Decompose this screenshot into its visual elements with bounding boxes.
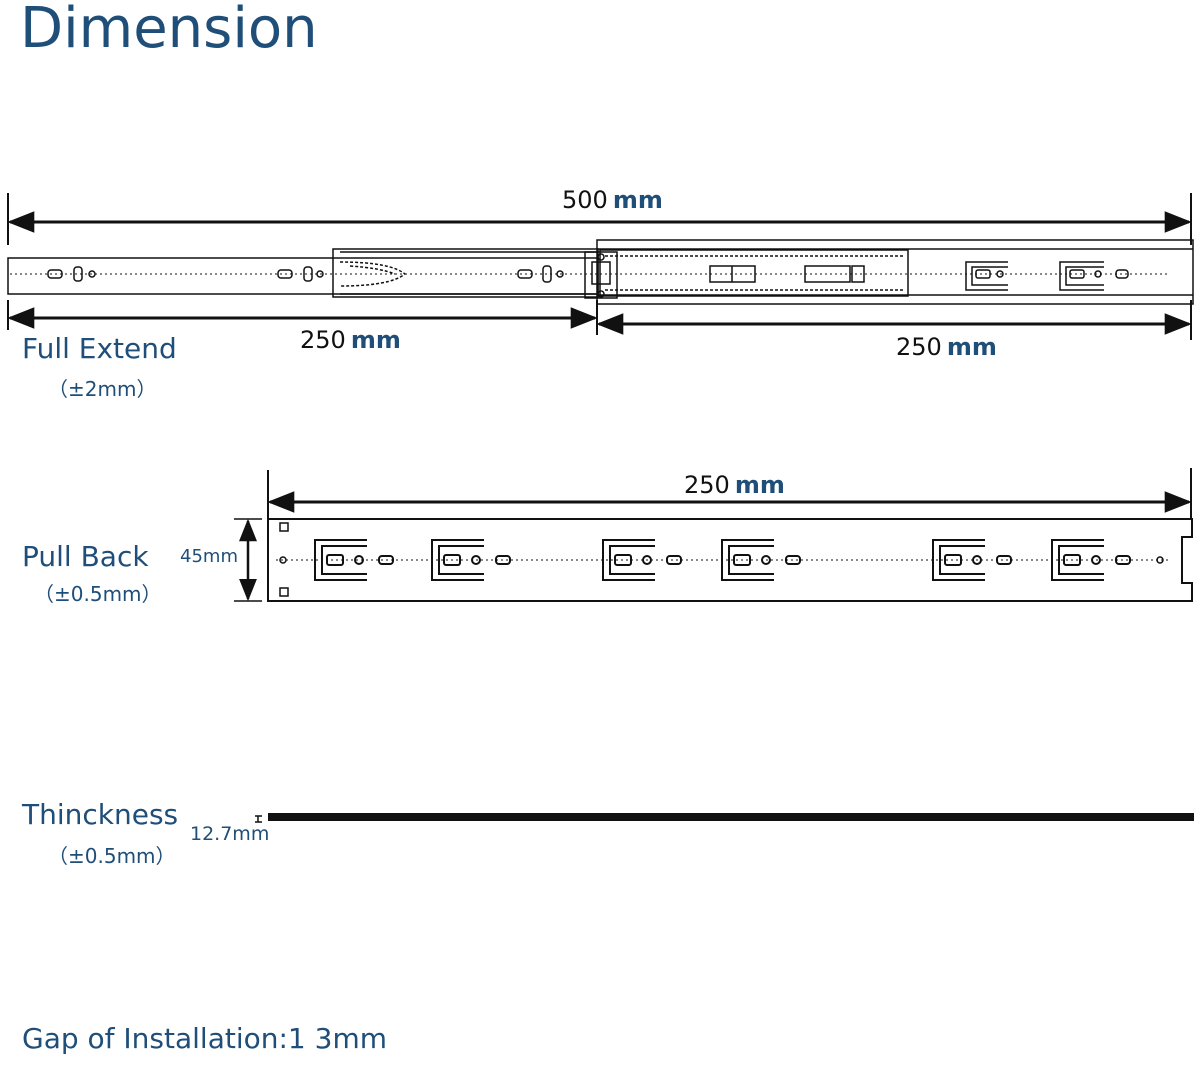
pull-back-tolerance: （±0.5mm） — [34, 582, 162, 606]
page-title: Dimension — [20, 0, 318, 61]
left-length-value: 250 — [300, 326, 346, 354]
mounting-slot — [1051, 539, 1131, 581]
total-length-dimension-line — [7, 193, 1192, 245]
gap-of-installation-label: Gap of Installation:1 3mm — [22, 1022, 388, 1055]
mounting-slot — [721, 539, 801, 581]
right-length-unit: mm — [946, 333, 997, 361]
pull-back-height-dimension-line — [234, 518, 262, 602]
full-extend-tolerance: （±2mm） — [48, 377, 157, 401]
pull-back-label: Pull Back — [22, 540, 149, 573]
left-length-unit: mm — [350, 326, 401, 354]
total-length-unit: mm — [612, 186, 663, 214]
pull-back-height-label: 45mm — [180, 546, 238, 567]
right-length-dimension: 250 mm — [896, 333, 997, 361]
right-length-value: 250 — [896, 333, 942, 361]
right-length-dimension-line — [596, 300, 1192, 340]
left-length-dimension-line — [7, 300, 598, 335]
full-extend-label: Full Extend — [22, 332, 177, 365]
total-length-dimension: 500 mm — [562, 186, 663, 214]
mounting-slot — [431, 539, 511, 581]
pull-back-mounting-slots — [314, 539, 1131, 581]
extended-slide — [7, 239, 1194, 305]
mounting-slot — [932, 539, 1012, 581]
thickness-indicator — [255, 813, 1194, 823]
thickness-value-label: 12.7mm — [190, 823, 270, 845]
pull-back-length-dimension-line — [267, 468, 1192, 520]
left-length-dimension: 250 mm — [300, 326, 401, 354]
total-length-value: 500 — [562, 186, 608, 214]
thickness-tolerance: （±0.5mm） — [48, 844, 176, 868]
mounting-slot — [602, 539, 682, 581]
thickness-label: Thinckness — [22, 798, 179, 831]
thickness-bar — [268, 813, 1194, 821]
mounting-slot — [314, 539, 394, 581]
